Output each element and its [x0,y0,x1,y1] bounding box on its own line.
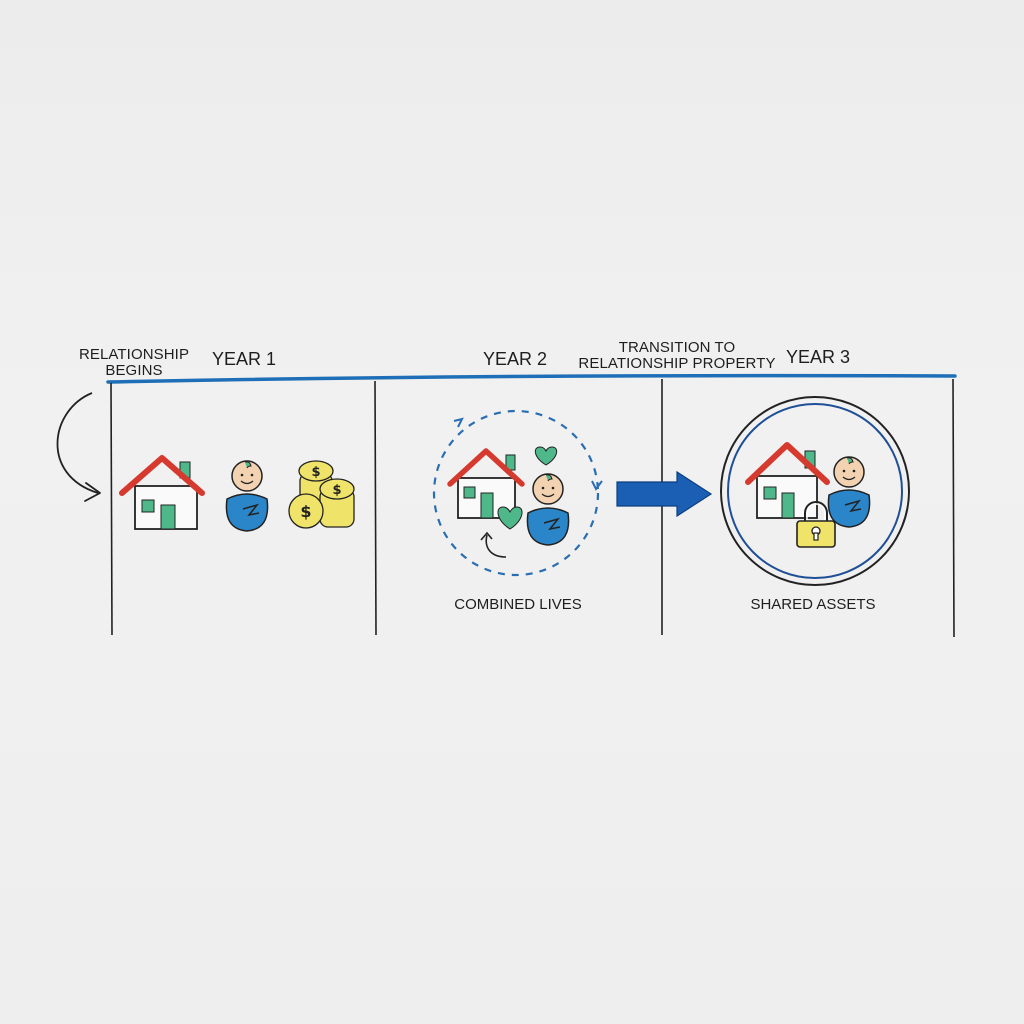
panel-year-2: COMBINED LIVES [376,383,662,635]
heart-icon [534,446,558,466]
baby-icon [526,473,570,546]
cycle-circle-icon [432,409,603,577]
combined-lives-caption: COMBINED LIVES [454,596,582,613]
relationship-begins-label: RELATIONSHIP BEGINS [72,347,196,379]
panel-year-1: $ $ $ [112,383,375,635]
transition-label: TRANSITION TO RELATIONSHIP PROPERTY [572,340,782,372]
baby-icon [827,456,871,528]
house-icon [119,455,205,530]
label-line1: TRANSITION TO [618,339,736,356]
svg-text:$: $ [332,483,341,498]
curved-arrow-icon [56,392,101,502]
label-line2: RELATIONSHIP PROPERTY [578,355,776,372]
svg-text:$: $ [300,502,311,521]
panel-year-3: SHARED ASSETS [663,383,953,635]
padlock-icon [796,501,836,548]
year-1-label: YEAR 1 [212,349,277,369]
heart-icon [497,506,523,530]
cycle-arrow-icon [480,531,507,558]
year-2-label: YEAR 2 [483,349,548,369]
baby-icon [225,460,269,532]
svg-text:$: $ [311,465,320,480]
label-line1: RELATIONSHIP [78,346,190,363]
coins-icon: $ $ $ [288,460,355,529]
shared-assets-caption: SHARED ASSETS [750,596,876,613]
transition-arrow-icon [616,470,713,518]
year-3-label: YEAR 3 [786,347,851,367]
shared-circle-icon [720,396,910,586]
label-line2: BEGINS [105,362,163,379]
